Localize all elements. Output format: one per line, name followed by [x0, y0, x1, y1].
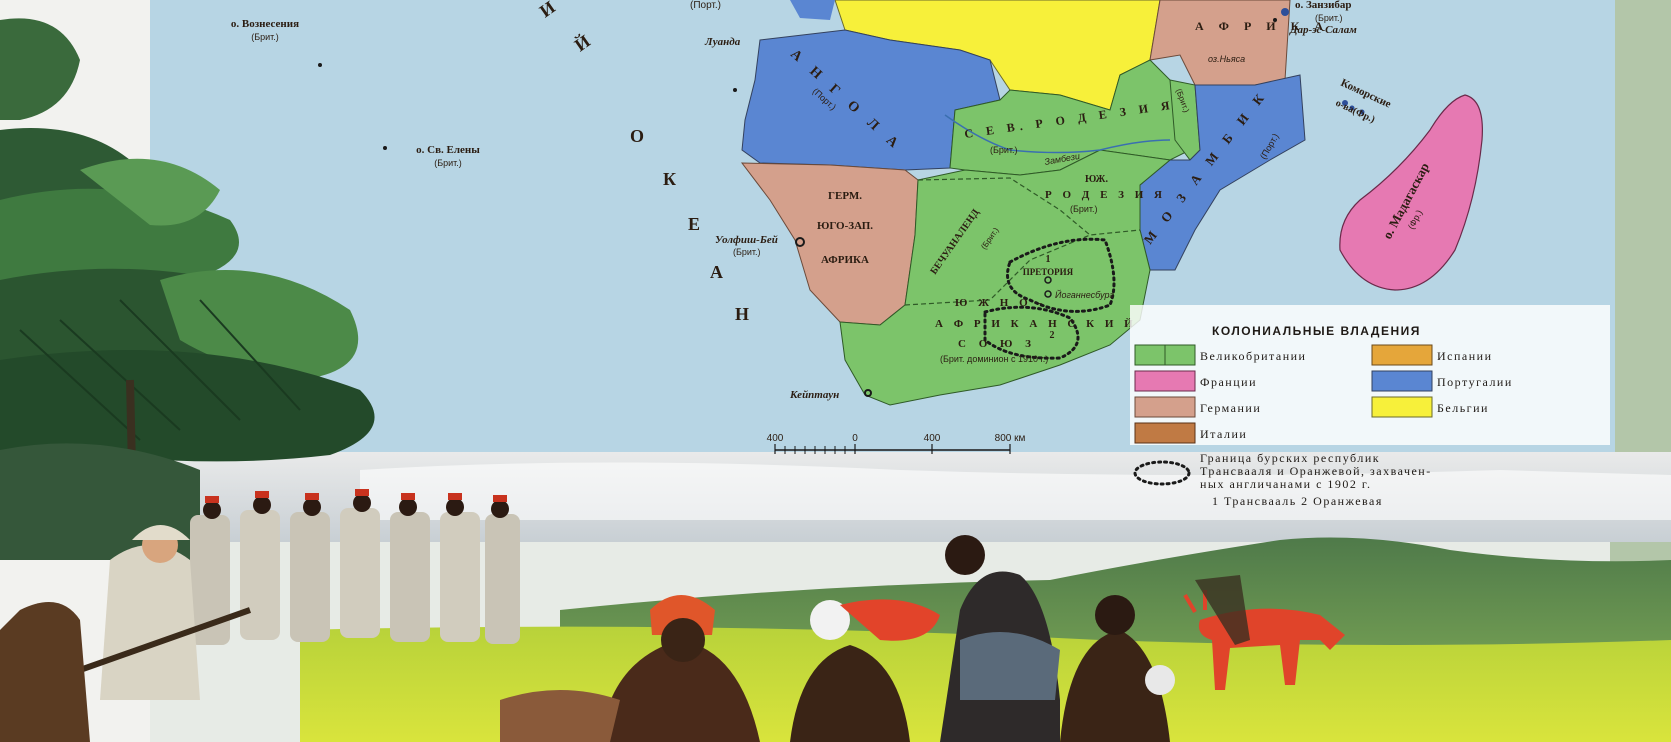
label-portugal-top: (Порт.): [690, 0, 721, 11]
label-ascension-owner: (Брит.): [251, 32, 279, 42]
legend-boer-line-4: 1 Трансвааль 2 Оранжевая: [1212, 494, 1383, 508]
legend-swatch-france: [1134, 370, 1196, 392]
zambezi-river: [944, 114, 1171, 154]
legend-background: [1130, 305, 1610, 445]
southern-african-british-territories: [839, 149, 1172, 406]
legend-boer-swatch: [1133, 460, 1191, 486]
st-helena-dot: [383, 146, 387, 150]
scale-tick-0: 0: [852, 433, 858, 444]
legend-swatch-germany: [1134, 396, 1196, 418]
legend-swatch-spain: [1371, 344, 1433, 366]
legend-label-spain: Испании: [1437, 349, 1493, 363]
natives-illustration: [500, 535, 1345, 742]
label-sw-africa-1: ГЕРМ.: [828, 190, 862, 202]
orange-free-state-border: [983, 305, 1080, 360]
legend-label-britain: Великобритании: [1200, 349, 1306, 363]
label-walvis-owner: (Брит.): [733, 247, 761, 257]
legend-label-portugal: Португалии: [1437, 375, 1513, 389]
label-s-rhodesia-1: ЮЖ.: [1085, 174, 1108, 185]
ocean-letter-4: К: [663, 169, 676, 189]
legend-swatch-italy: [1134, 422, 1196, 444]
label-union-2: А Ф Р И К А Н С К И Й: [935, 318, 1137, 330]
label-ascension: о. Вознесения: [231, 18, 299, 30]
label-num-1: 1: [1046, 254, 1051, 265]
border-bechuanaland-rhodesia: [917, 177, 1091, 236]
label-dar-es-salaam: Дар-эс-Салам: [1289, 24, 1357, 36]
label-s-rhodesia-2: Р О Д Е З И Я: [1045, 189, 1166, 201]
cape-town-marker: [864, 389, 872, 397]
label-cape-town: Кейптаун: [789, 389, 839, 401]
label-zanzibar-owner: (Брит.): [1315, 13, 1343, 23]
legend-label-italy: Италии: [1200, 427, 1247, 441]
label-s-rhodesia-owner: (Брит.): [1070, 204, 1098, 214]
comoros-dot: [1349, 105, 1355, 111]
label-st-helena: о. Св. Елены: [416, 144, 480, 156]
legend: КОЛОНИАЛЬНЫЕ ВЛАДЕНИЯ Великобритании Исп…: [1130, 305, 1610, 445]
transvaal-border: [1006, 237, 1116, 313]
sea-dot: [733, 88, 737, 92]
legend-label-belgium: Бельгии: [1437, 401, 1489, 415]
scale-tick-400: 400: [924, 433, 941, 444]
clouds: [360, 462, 1671, 520]
legend-boer-line-2: Трансвааля и Оранжевой, захвачен-: [1200, 464, 1432, 478]
comoros-dot: [1359, 109, 1365, 115]
legend-boer-border: Граница бурских республик Трансвааля и О…: [1133, 451, 1432, 508]
legend-label-germany: Германии: [1200, 401, 1261, 415]
zanzibar-dot: [1281, 8, 1289, 16]
ocean-letter-6: А: [710, 262, 723, 282]
scale-bar: [774, 444, 1011, 454]
label-northern-rhodesia-owner: (Брит.): [990, 145, 1018, 155]
legend-label-france: Франции: [1200, 375, 1257, 389]
pretoria-marker: [1044, 276, 1052, 284]
label-union-1: Ю Ж Н О -: [955, 297, 1046, 309]
legend-boer-line-3: ных англичанами с 1902 г.: [1200, 477, 1371, 491]
legend-swatch-belgium: [1371, 396, 1433, 418]
label-pretoria: ПРЕТОРИЯ: [1023, 267, 1074, 277]
dar-dot: [1273, 18, 1277, 22]
label-luanda: Луанда: [704, 36, 741, 48]
scale-tick-400-west: 400: [767, 433, 784, 444]
label-walvis-bay: Уолфиш-Бей: [715, 234, 778, 246]
walvis-bay-marker: [795, 237, 805, 247]
label-johannesburg: Йоганнесбург: [1055, 289, 1114, 300]
border-bechuanaland-union: [904, 229, 1141, 306]
ocean-letter-3: О: [630, 126, 644, 146]
label-st-helena-owner: (Брит.): [434, 158, 462, 168]
label-union-note: (Брит. доминион с 1910 г.): [940, 354, 1048, 364]
label-sw-africa-3: АФРИКА: [821, 254, 869, 266]
ascension-dot: [318, 63, 322, 67]
madagascar: [1339, 94, 1483, 291]
cabinda: [790, 0, 835, 20]
johannesburg-marker: [1044, 290, 1052, 298]
label-num-2: 2: [1050, 330, 1055, 341]
scale-tick-800: 800 км: [995, 433, 1026, 444]
comoros-dot: [1342, 100, 1348, 106]
label-sw-africa-2: ЮГО-ЗАП.: [817, 220, 873, 232]
label-zanzibar: о. Занзибар: [1295, 0, 1352, 11]
label-union-3: С О Ю З: [958, 338, 1036, 350]
legend-title: КОЛОНИАЛЬНЫЕ ВЛАДЕНИЯ: [1212, 324, 1421, 338]
label-nyasa: оз.Ньяса: [1208, 54, 1245, 64]
legend-boer-line-1: Граница бурских республик: [1200, 451, 1380, 465]
label-east-africa: А Ф Р И К А: [1195, 19, 1329, 33]
ocean-letter-5: Е: [688, 214, 700, 234]
mozambique: [1139, 74, 1306, 271]
northern-rhodesia: [949, 59, 1191, 176]
legend-swatch-portugal: [1371, 370, 1433, 392]
soldiers-illustration: [0, 489, 520, 742]
ocean-letter-7: Н: [735, 304, 749, 324]
